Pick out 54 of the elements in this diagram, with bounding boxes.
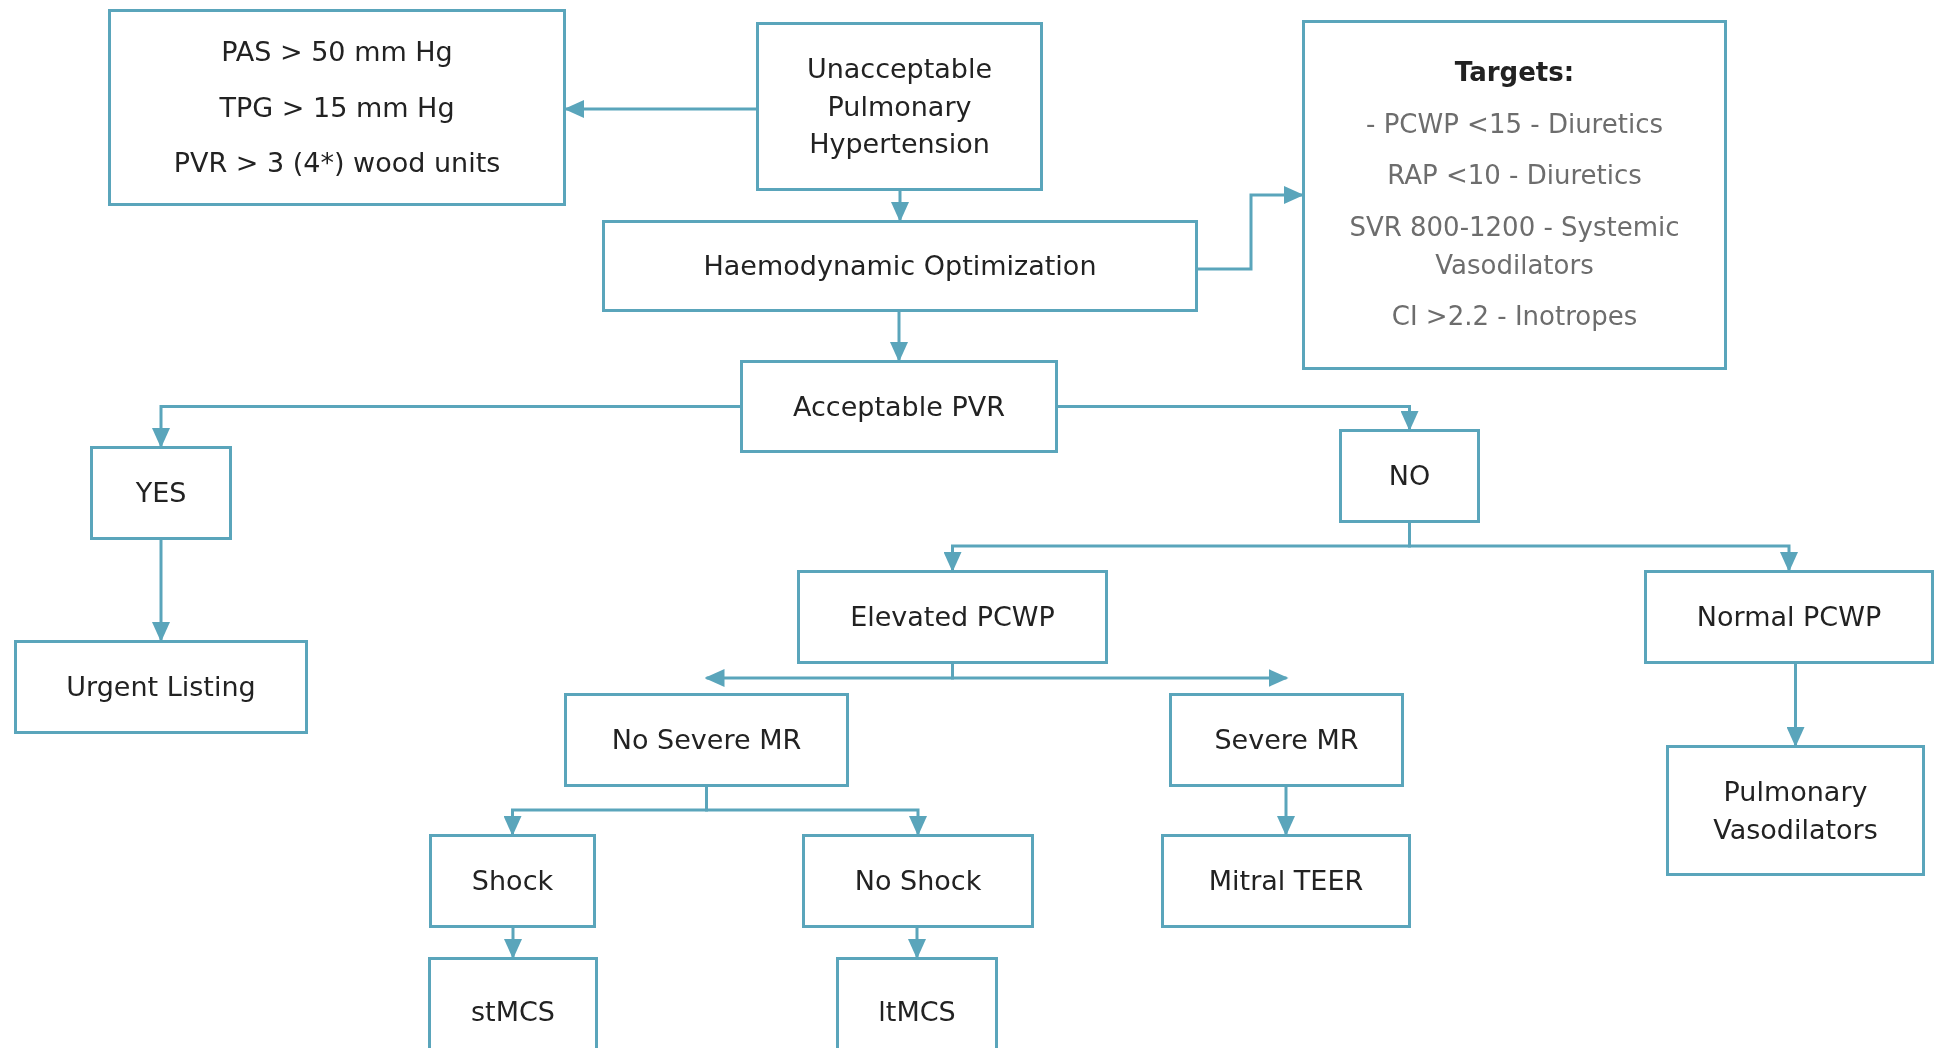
box-text: TPG > 15 mm Hg bbox=[219, 90, 455, 125]
process-box bbox=[1666, 745, 1925, 876]
box-text: RAP <10 - Diuretics bbox=[1387, 159, 1642, 193]
box-text: Shock bbox=[471, 864, 554, 899]
box-text: - PCWP <15 - Diuretics bbox=[1366, 107, 1663, 141]
box-text: NO bbox=[1388, 459, 1431, 494]
process-box bbox=[1169, 693, 1404, 787]
box-text: Mitral TEER bbox=[1208, 864, 1364, 899]
process-box bbox=[108, 9, 566, 206]
process-box bbox=[564, 693, 849, 787]
arrow bbox=[890, 312, 908, 362]
box-text: Acceptable PVR bbox=[793, 389, 1005, 424]
box-text: ltMCS bbox=[878, 995, 956, 1030]
process-box bbox=[802, 834, 1034, 928]
arrow bbox=[908, 928, 926, 959]
process-box bbox=[14, 640, 308, 734]
box-text: Urgent Listing bbox=[66, 670, 256, 705]
box-text: Normal PCWP bbox=[1696, 600, 1882, 635]
process-box bbox=[836, 957, 998, 1048]
process-box bbox=[797, 570, 1108, 664]
box-text: CI >2.2 - Inotropes bbox=[1391, 300, 1638, 334]
box-text: Severe MR bbox=[1214, 723, 1359, 758]
process-box bbox=[740, 360, 1058, 453]
arrow bbox=[1058, 405, 1419, 431]
process-box bbox=[1339, 429, 1480, 523]
box-text: stMCS bbox=[471, 995, 555, 1030]
arrow bbox=[1408, 523, 1798, 572]
box-text: SVR 800-1200 - Systemic Vasodilators bbox=[1348, 211, 1681, 282]
targets-box bbox=[1302, 20, 1727, 370]
arrow bbox=[1198, 186, 1304, 271]
process-box bbox=[602, 220, 1198, 312]
process-box bbox=[90, 446, 232, 540]
box-heading: Targets: bbox=[1454, 55, 1575, 89]
box-text: No Severe MR bbox=[611, 723, 802, 758]
box-text: Elevated PCWP bbox=[850, 600, 1055, 635]
arrow bbox=[891, 191, 909, 222]
box-text: Pulmonary Vasodilators bbox=[1712, 774, 1879, 847]
box-text: PVR > 3 (4*) wood units bbox=[173, 146, 501, 181]
box-text: Unacceptable Pulmonary Hypertension bbox=[805, 51, 994, 162]
arrow bbox=[564, 100, 756, 118]
box-text: PAS > 50 mm Hg bbox=[221, 34, 453, 69]
box-text: YES bbox=[135, 476, 187, 511]
box-text: Haemodynamic Optimization bbox=[703, 249, 1097, 284]
process-box bbox=[756, 22, 1043, 191]
arrow bbox=[504, 928, 522, 959]
arrow bbox=[152, 405, 740, 448]
process-box bbox=[429, 834, 596, 928]
process-box bbox=[1161, 834, 1411, 928]
arrow bbox=[1786, 664, 1805, 747]
arrow bbox=[1277, 787, 1295, 836]
arrow bbox=[152, 540, 170, 642]
process-box bbox=[1644, 570, 1934, 664]
process-box bbox=[428, 957, 598, 1048]
box-text: No Shock bbox=[854, 864, 982, 899]
